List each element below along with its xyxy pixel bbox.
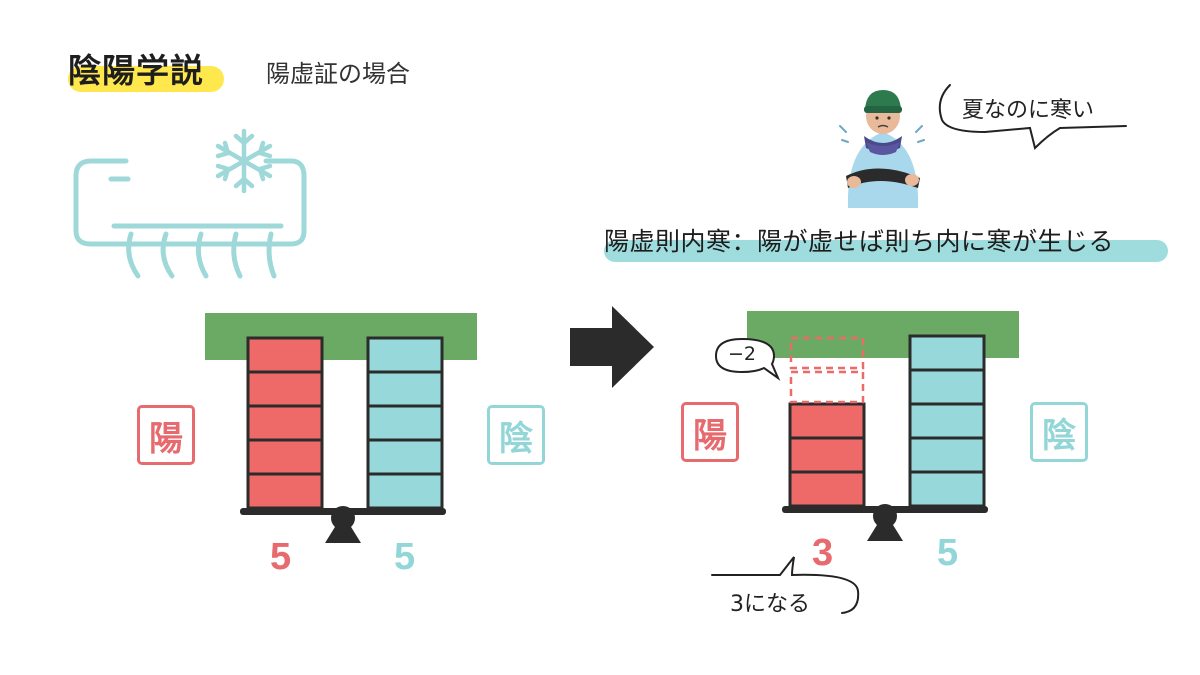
speech-text-cold: 夏なのに寒い — [962, 98, 1095, 123]
yin-block — [908, 368, 986, 406]
yang-block — [788, 436, 866, 474]
yang-block — [246, 404, 324, 442]
yin-block — [366, 336, 444, 374]
principle-text: 陽虚則内寒：陽が虚せば則ち内に寒が生じる — [604, 227, 1115, 256]
yin-count-after: 5 — [937, 532, 959, 574]
title-block: 陰陽学説 — [68, 44, 224, 92]
air-conditioner-icon — [73, 128, 307, 279]
yang-count-before: 5 — [270, 536, 292, 578]
fulcrum-base — [325, 514, 361, 543]
speech-bubble-minus — [714, 337, 781, 381]
yin-label-before: 陰 — [487, 405, 545, 465]
yin-block — [908, 470, 986, 508]
snowflake-icon — [215, 128, 273, 194]
principle-block: 陽虚則内寒：陽が虚せば則ち内に寒が生じる — [604, 222, 1168, 262]
yin-block — [908, 334, 986, 372]
yang-label-after: 陽 — [681, 402, 739, 462]
fulcrum-base — [867, 512, 903, 541]
deficit-block — [789, 370, 865, 404]
arrow-right-icon — [570, 306, 654, 388]
yang-block — [246, 438, 324, 476]
balance-diagram-after — [747, 311, 1019, 541]
yin-label-after: 陰 — [1030, 402, 1088, 462]
balance-diagram-before — [205, 313, 477, 543]
speech-text-result: 3になる — [730, 592, 810, 617]
yin-block — [366, 404, 444, 442]
yin-count-before: 5 — [394, 536, 416, 578]
page-title: 陰陽学説 — [68, 51, 204, 90]
yang-block — [788, 402, 866, 440]
cold-person-icon — [839, 90, 925, 208]
yin-block — [366, 438, 444, 476]
principle-highlight — [604, 240, 1168, 262]
yang-count-after: 3 — [812, 532, 834, 574]
yang-label-before: 陽 — [137, 405, 195, 465]
speech-bubble-cold — [938, 84, 1127, 150]
yang-block — [246, 336, 324, 374]
yang-block — [246, 370, 324, 408]
yin-block — [366, 370, 444, 408]
speech-bubble-result — [711, 556, 860, 614]
yin-block — [908, 436, 986, 474]
yin-block — [366, 472, 444, 510]
yang-block — [788, 470, 866, 508]
yin-block — [908, 402, 986, 440]
yang-block — [246, 472, 324, 510]
deficit-block — [789, 336, 865, 370]
page-subtitle: 陽虚証の場合 — [266, 60, 410, 88]
title-highlight — [68, 66, 224, 92]
speech-text-minus: −2 — [728, 343, 757, 365]
